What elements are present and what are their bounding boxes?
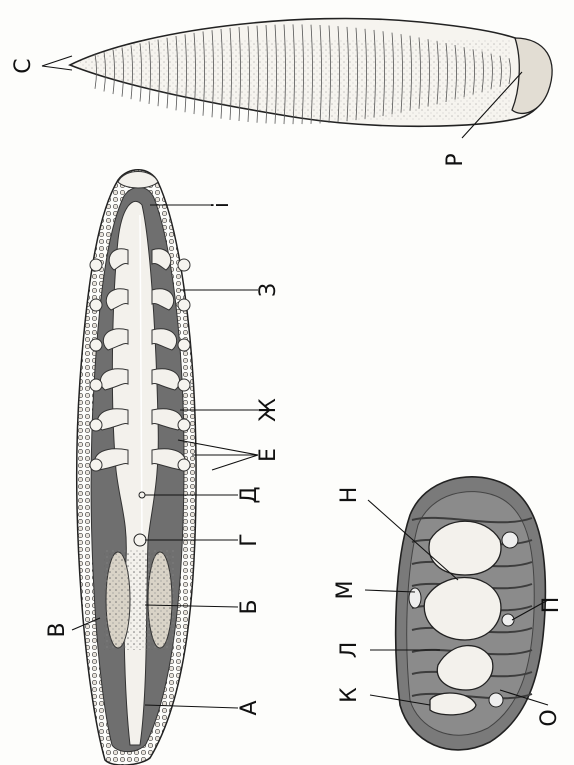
gut-lobe-middle: [424, 578, 501, 641]
label-N: Н: [337, 487, 362, 504]
testis-left: [90, 379, 102, 391]
testis-right: [178, 339, 190, 351]
external-body-view: [42, 19, 552, 138]
vessel-ventral: [489, 693, 503, 707]
testis-left: [90, 259, 102, 271]
label-R: Р: [443, 153, 468, 166]
label-V: В: [45, 622, 70, 637]
external-body-texture: [80, 40, 510, 120]
testis-right: [178, 299, 190, 311]
label-A: А: [237, 700, 262, 715]
internal-anatomy-view: [72, 170, 258, 765]
label-M: М: [333, 581, 358, 600]
pointer-S-upper: [42, 56, 72, 66]
cross-section-view: [365, 477, 548, 750]
label-D: Д: [237, 486, 262, 503]
label-ZH: Ж: [256, 398, 281, 422]
testis-right: [178, 379, 190, 391]
label-B: Б: [237, 599, 262, 614]
vessel-dorsal: [502, 532, 518, 548]
label-I: і: [209, 202, 234, 208]
label-Z: З: [256, 283, 281, 297]
sac-speckle: [104, 550, 174, 650]
testis-left: [90, 459, 102, 471]
label-E: Е: [256, 448, 281, 462]
female-pore: [139, 492, 145, 498]
label-O: О: [537, 709, 562, 726]
testis-left: [90, 339, 102, 351]
genital-pore: [134, 534, 146, 546]
pointer-S-lower: [42, 66, 72, 70]
testis-left: [90, 419, 102, 431]
label-K: К: [337, 687, 362, 703]
testis-right: [178, 459, 190, 471]
label-L: Л: [337, 642, 362, 659]
testis-right: [178, 419, 190, 431]
gut-lobe-upper: [429, 521, 501, 575]
testis-right: [178, 259, 190, 271]
label-G: Г: [237, 533, 262, 546]
testis-left: [90, 299, 102, 311]
label-P: П: [539, 597, 564, 614]
pointer-E-3: [212, 455, 258, 470]
nerve-section: [409, 588, 421, 608]
label-S: С: [11, 58, 36, 73]
